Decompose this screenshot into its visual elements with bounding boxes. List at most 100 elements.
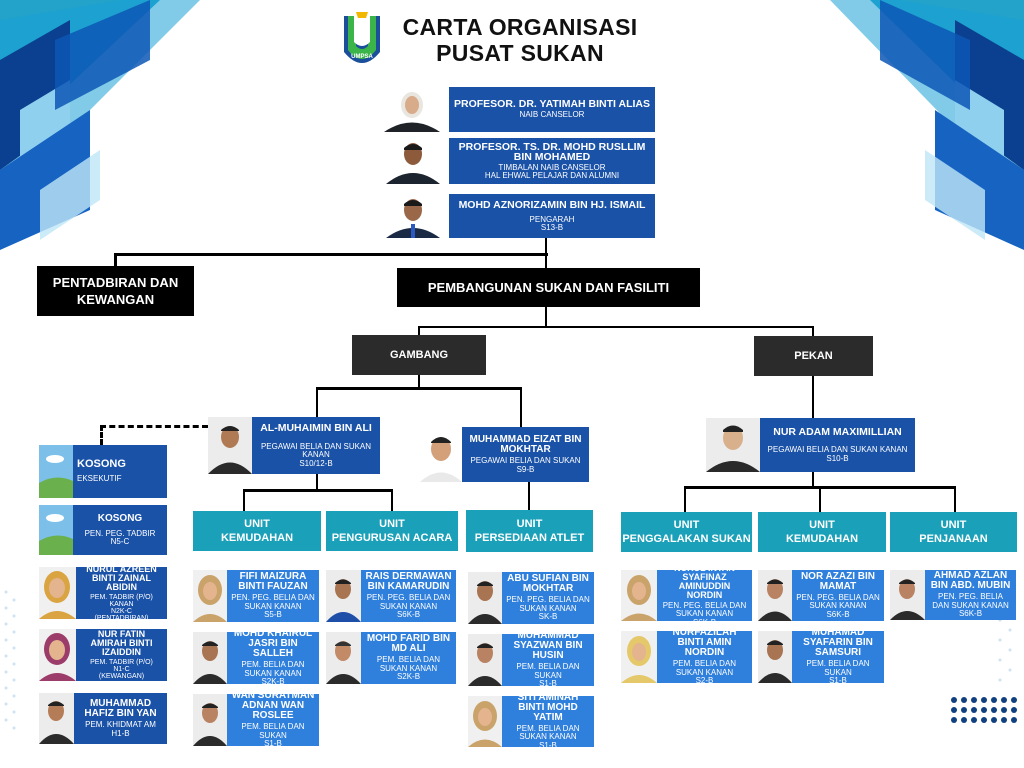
- person-grade: N2K-C: [110, 607, 132, 615]
- person-position: PEN. PEG. BELIA DAN SUKAN KANAN: [796, 592, 880, 611]
- photo-gt-0: [468, 572, 502, 624]
- placeholder-image: [39, 505, 73, 555]
- person-name: ABU SUFIAN BIN MOKHTAR: [507, 573, 589, 595]
- person-name: KOSONG: [97, 512, 143, 524]
- person-position: PEN. PEG. BELIA DAN SUKAN KANAN: [506, 595, 590, 613]
- card-gk-0: FIFI MAIZURA BINTI FAUZAN PEN. PEG. BELI…: [227, 570, 319, 622]
- card-ga-1: MOHD FARID BIN MD ALI PEM. BELIA DAN SUK…: [361, 632, 456, 684]
- connector: [812, 376, 814, 418]
- unit-gambang-kemudahan: UNIT KEMUDAHAN: [193, 511, 321, 551]
- person-name: MUHAMMAD HAFIZ BIN YAN: [84, 698, 157, 719]
- page-title: CARTA ORGANISASI PUSAT SUKAN: [390, 14, 650, 66]
- card-ga-0: RAIS DERMAWAN BIN KAMARUDIN PEN. PEG. BE…: [361, 570, 456, 622]
- unit-label-2: PENGGALAKAN SUKAN: [622, 533, 751, 545]
- connector: [545, 306, 547, 328]
- person-grade: S1-B: [264, 739, 282, 749]
- person-position: PEM. BELIA DAN SUKAN: [516, 662, 580, 680]
- person-name: KOSONG: [77, 458, 126, 471]
- card-pg-1: NURFAZILAH BINTI AMIN NORDIN PEM. BELIA …: [657, 628, 752, 685]
- person-name: PROFESOR. DR. YATIMAH BINTI ALIAS: [453, 98, 650, 111]
- connector: [418, 326, 814, 328]
- photo-pk-1: [758, 631, 792, 683]
- person-grade: S6K-B: [396, 610, 421, 620]
- connector: [812, 326, 814, 336]
- card-gambang-head-0: AL-MUHAIMIN BIN ALI PEGAWAI BELIA DAN SU…: [252, 417, 380, 474]
- person-position: PEM. BELIA DAN SUKAN: [241, 722, 305, 740]
- person-name: WAN SURATMAN ADNAN WAN ROSLEE: [231, 690, 315, 722]
- connector: [114, 253, 548, 256]
- photo-pk-0: [758, 570, 792, 621]
- person-position: PEN. PEG. BELIA DAN SUKAN KANAN: [366, 593, 451, 611]
- person-grade: S10-B: [826, 453, 849, 463]
- person-grade: N1-C: [113, 666, 130, 673]
- person-name: RAIS DERMAWAN BIN KAMARUDIN: [365, 571, 452, 593]
- card-admin-4: MUHAMMAD HAFIZ BIN YAN PEM. KHIDMAT AM H…: [74, 693, 167, 744]
- person-grade: S6K-B: [692, 617, 717, 627]
- person-grade: SK-B: [538, 612, 558, 622]
- person-position-2: HAL EHWAL PELAJAR DAN ALUMNI: [484, 171, 620, 180]
- person-name: PROFESOR. TS. DR. MOHD RUSLLIM BIN MOHAM…: [458, 140, 646, 163]
- photo-naib-canselor: [384, 87, 440, 132]
- unit-label-2: PENGURUSAN ACARA: [331, 532, 453, 544]
- connector: [316, 387, 522, 390]
- person-position: PEM. BELIA DAN SUKAN: [806, 659, 870, 677]
- person-grade: H1-B: [111, 728, 130, 738]
- person-note: (KEWANGAN): [98, 673, 145, 680]
- photo-gk-2: [193, 694, 227, 746]
- card-admin-0: KOSONG EKSEKUTIF: [73, 445, 167, 498]
- connector: [243, 489, 393, 492]
- card-tnc: PROFESOR. TS. DR. MOHD RUSLLIM BIN MOHAM…: [449, 138, 655, 184]
- photo-admin-4: [39, 693, 74, 744]
- division-label: PENTADBIRAN DAN KEWANGAN: [52, 275, 179, 307]
- person-grade: N5-C: [110, 537, 130, 546]
- dashed-connector: [100, 425, 208, 428]
- campus-label: PEKAN: [794, 350, 833, 362]
- person-position: PEM. BELIA DAN SUKAN KANAN: [376, 655, 441, 673]
- person-position: PEM. TADBIR (P/O): [90, 659, 153, 666]
- division-label: PEMBANGUNAN SUKAN DAN FASILITI: [427, 280, 670, 295]
- title-line-1: CARTA ORGANISASI: [402, 14, 638, 40]
- connector: [528, 482, 530, 510]
- connector: [520, 387, 522, 427]
- person-position: PEGAWAI BELIA DAN SUKAN: [470, 456, 581, 465]
- connector: [316, 387, 318, 417]
- card-pk-0: NOR AZAZI BIN MAMAT PEN. PEG. BELIA DAN …: [792, 570, 884, 621]
- person-name: NUR FATIN AMIRAH BINTI IZAIDDIN: [90, 629, 153, 657]
- photo-pg-1: [621, 631, 657, 683]
- unit-label-2: KEMUDAHAN: [785, 533, 859, 545]
- unit-label-1: UNIT: [673, 519, 700, 531]
- unit-label-1: UNIT: [940, 519, 967, 531]
- unit-label-1: UNIT: [809, 519, 835, 531]
- unit-gambang-atlet: UNIT PERSEDIAAN ATLET: [466, 510, 593, 552]
- person-grade: S5-B: [264, 610, 282, 620]
- card-admin-1: KOSONG PEN. PEG. TADBIR N5-C: [73, 505, 167, 555]
- person-position: PEM. BELIA DAN SUKAN KANAN: [672, 659, 737, 677]
- title-line-2: PUSAT SUKAN: [436, 40, 604, 66]
- photo-ga-0: [326, 570, 361, 622]
- placeholder-image: [39, 445, 73, 498]
- person-position: PENGARAH: [529, 214, 575, 224]
- person-name: NURUL INTAN SYAFINAZ AMINUDDIN NORDIN: [674, 562, 735, 600]
- unit-pekan-galakan: UNIT PENGGALAKAN SUKAN: [621, 512, 752, 552]
- person-position: PEM. BELIA DAN SUKAN KANAN: [241, 660, 305, 678]
- unit-gambang-acara: UNIT PENGURUSAN ACARA: [326, 511, 458, 551]
- photo-pengarah: [386, 194, 440, 238]
- person-position: PEGAWAI BELIA DAN SUKAN KANAN: [767, 445, 908, 454]
- division-pembangunan: PEMBANGUNAN SUKAN DAN FASILITI: [397, 268, 700, 307]
- person-grade: S1-B: [539, 740, 557, 750]
- card-gk-1: MOHD KHAIRUL JASRI BIN SALLEH PEM. BELIA…: [227, 629, 319, 686]
- person-position: EKSEKUTIF: [77, 474, 122, 484]
- person-name: MOHD FARID BIN MD ALI: [366, 633, 451, 655]
- person-name: MOHD AZNORIZAMIN BIN HJ. ISMAIL: [458, 198, 646, 211]
- unit-label-1: UNIT: [379, 518, 405, 530]
- campus-gambang: GAMBANG: [352, 335, 486, 375]
- person-grade: S2K-B: [396, 672, 421, 682]
- photo-tnc: [386, 138, 440, 184]
- card-naib-canselor: PROFESOR. DR. YATIMAH BINTI ALIAS NAIB C…: [449, 87, 655, 132]
- unit-label-2: PENJANAAN: [919, 533, 988, 545]
- card-pg-0: NURUL INTAN SYAFINAZ AMINUDDIN NORDIN PE…: [657, 563, 752, 626]
- photo-pg-0: [621, 570, 657, 621]
- person-position: PEN. PEG. TADBIR: [84, 528, 156, 538]
- card-pekan-head: NUR ADAM MAXIMILLIAN PEGAWAI BELIA DAN S…: [760, 418, 915, 472]
- card-gk-2: WAN SURATMAN ADNAN WAN ROSLEE PEM. BELIA…: [227, 690, 319, 749]
